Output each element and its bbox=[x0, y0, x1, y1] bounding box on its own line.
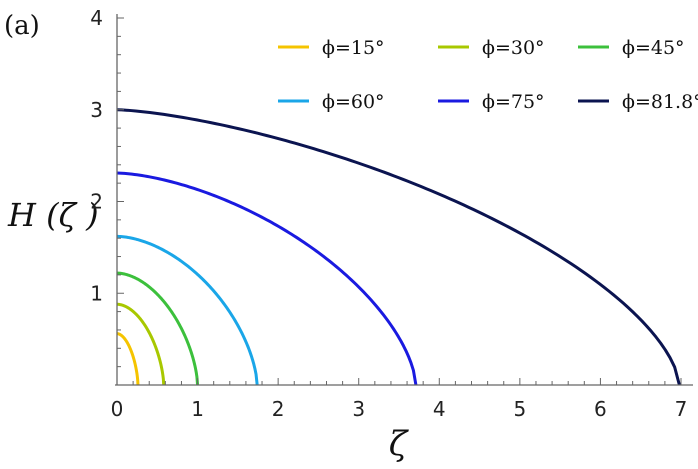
series-line-1 bbox=[115, 332, 140, 386]
x-tick-label: 0 bbox=[111, 397, 124, 421]
legend-label-4: ϕ=60° bbox=[322, 91, 385, 113]
x-tick-label: 6 bbox=[594, 397, 607, 421]
y-tick-label: 4 bbox=[90, 6, 103, 30]
legend-label-6: ϕ=81.8° bbox=[622, 91, 698, 113]
y-tick-label: 3 bbox=[90, 98, 103, 122]
panel-label: (a) bbox=[4, 11, 40, 41]
series-line-5 bbox=[116, 171, 418, 386]
legend: ϕ=15° ϕ=30° ϕ=45° ϕ=60° ϕ=75° ϕ=81.8° bbox=[278, 37, 698, 113]
series-line-2 bbox=[115, 302, 166, 386]
legend-label-5: ϕ=75° bbox=[482, 91, 545, 113]
series-line-4 bbox=[116, 234, 259, 386]
ticks: 0 1 2 3 4 5 6 7 1 2 3 4 bbox=[90, 6, 687, 421]
y-axis-title: H (ζ ) bbox=[7, 196, 99, 234]
series-line-6 bbox=[116, 108, 681, 386]
x-tick-label: 3 bbox=[352, 397, 365, 421]
x-tick-label: 5 bbox=[513, 397, 526, 421]
axes: ζ H (ζ ) (a) bbox=[4, 11, 693, 464]
legend-label-2: ϕ=30° bbox=[482, 37, 545, 59]
x-axis-title: ζ bbox=[389, 424, 410, 464]
legend-label-3: ϕ=45° bbox=[622, 37, 685, 59]
series-curves bbox=[115, 108, 681, 386]
x-tick-label: 7 bbox=[675, 397, 688, 421]
y-tick-label: 1 bbox=[90, 281, 103, 305]
x-tick-label: 2 bbox=[272, 397, 285, 421]
x-tick-label: 4 bbox=[433, 397, 446, 421]
y-tick-label: 2 bbox=[90, 190, 103, 214]
x-tick-label: 1 bbox=[191, 397, 204, 421]
legend-label-1: ϕ=15° bbox=[322, 37, 385, 59]
series-line-3 bbox=[116, 271, 200, 386]
